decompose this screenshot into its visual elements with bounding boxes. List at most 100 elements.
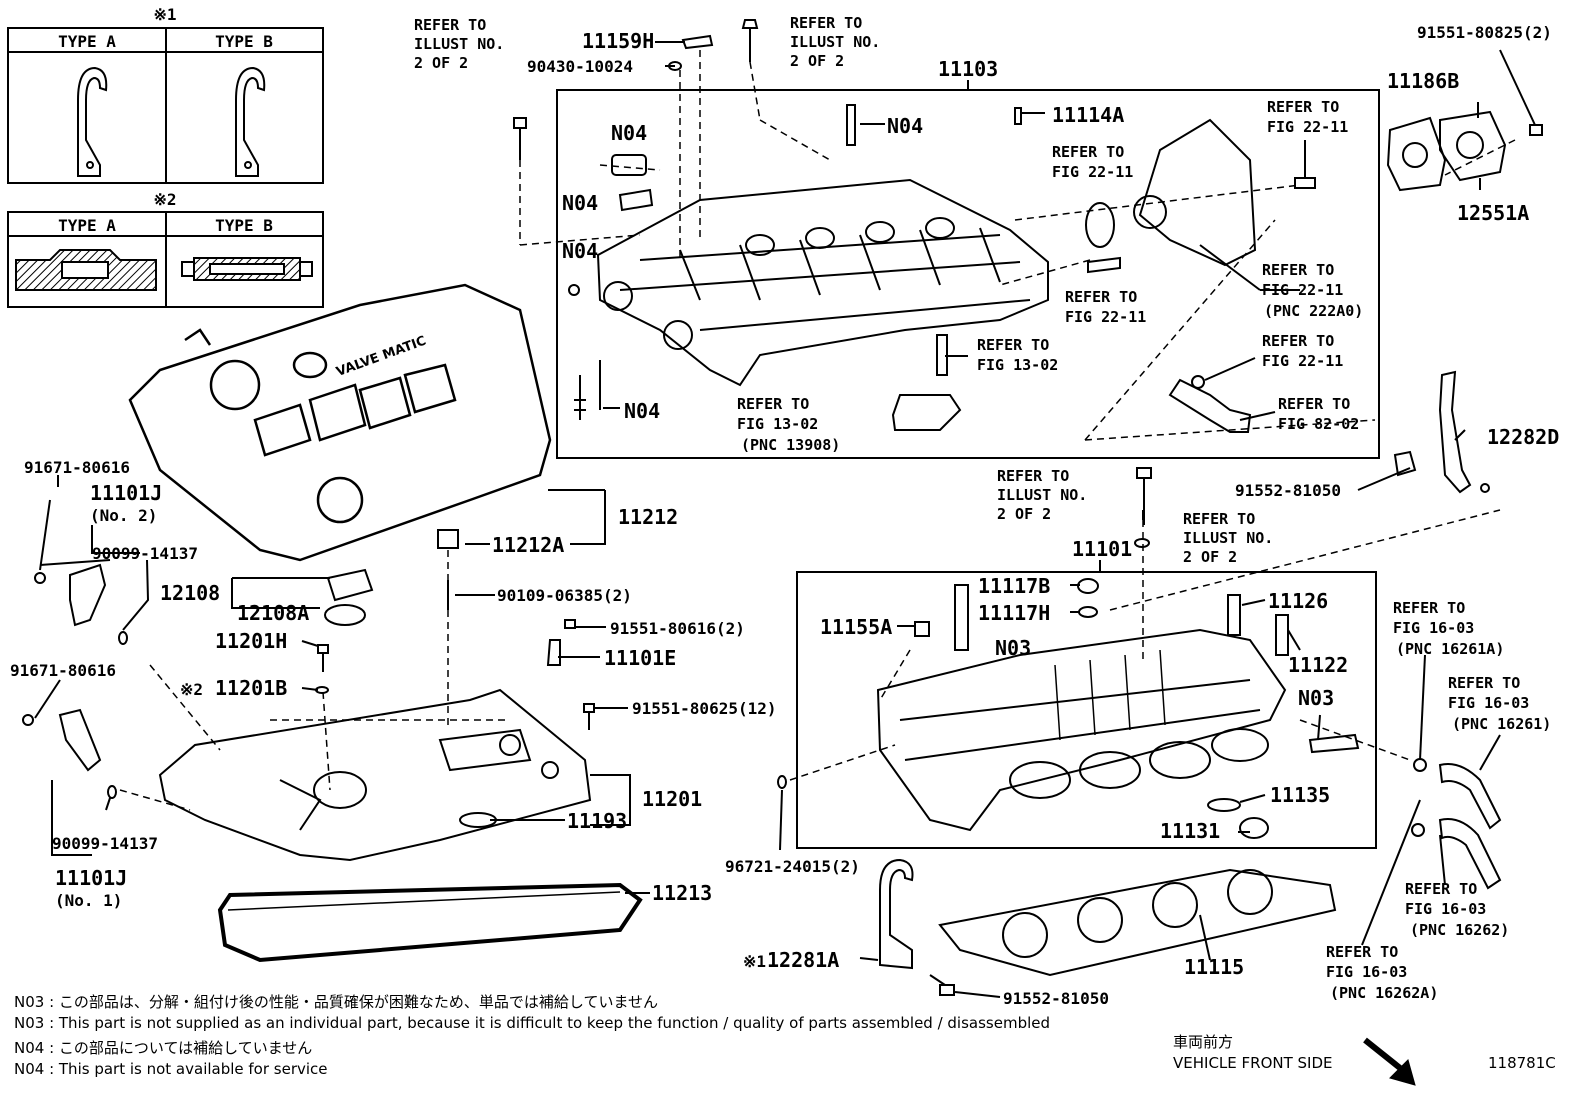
illustration-number: 118781C: [1488, 1054, 1556, 1072]
label-11101J-no2: 11101J: [90, 481, 162, 505]
seal-plates: [1386, 110, 1543, 192]
cylinder-head-illustration: [777, 578, 1360, 839]
ref-illust-mid-3: 2 OF 2: [997, 505, 1051, 523]
label-91671-80616-b: 91671-80616: [10, 661, 116, 680]
table2-mark: ※2: [153, 190, 176, 209]
label-11131: 11131: [1160, 819, 1220, 843]
right-side-parts: [1393, 370, 1502, 890]
leader-lines: [34, 41, 1536, 998]
ref-fig1603-b-1: REFER TO: [1448, 674, 1520, 692]
front-side-jp: 車両前方: [1173, 1033, 1234, 1051]
ref-fig1603-c-2: FIG 16-03: [1405, 900, 1486, 918]
vehicle-front-arrow-icon: [1363, 1037, 1416, 1086]
label-11126: 11126: [1268, 589, 1328, 613]
ref-illust-mid-2: ILLUST NO.: [997, 486, 1087, 504]
ref-fig1302-b-2: FIG 13-02: [737, 415, 818, 433]
label-n04-stud: N04: [624, 399, 660, 423]
label-11135: 11135: [1270, 783, 1330, 807]
label-n04-cap: N04: [611, 121, 647, 145]
ref-fig1603-a-2: FIG 16-03: [1393, 619, 1474, 637]
label-90099-14137-a: 90099-14137: [92, 544, 198, 563]
ref-fig1603-d-3: (PNC 16262A): [1330, 984, 1438, 1002]
ref-illust-left-1: REFER TO: [414, 16, 486, 34]
label-11201H: 11201H: [215, 629, 287, 653]
label-90109-06385: 90109-06385(2): [497, 586, 632, 605]
label-90099-14137-b: 90099-14137: [52, 834, 158, 853]
table2-type-b: TYPE B: [215, 216, 273, 235]
ref-fig2211-c-1: REFER TO: [1065, 288, 1137, 306]
ref-fig1302-a-2: FIG 13-02: [977, 356, 1058, 374]
label-11213: 11213: [652, 881, 712, 905]
label-12108: 12108: [160, 581, 220, 605]
ref-illust-left-3: 2 OF 2: [414, 54, 468, 72]
label-11101J-no1: 11101J: [55, 866, 127, 890]
ref-illust-left-2: ILLUST NO.: [414, 35, 504, 53]
label-11212A: 11212A: [492, 533, 564, 557]
label-11201B: 11201B: [215, 676, 287, 700]
ref-fig1603-b-3: (PNC 16261): [1452, 715, 1551, 733]
ref-fig2211-b-1: REFER TO: [1052, 143, 1124, 161]
label-11186B: 11186B: [1387, 69, 1459, 93]
note-n03-en: N03 : This part is not supplied as an in…: [14, 1014, 1051, 1032]
hook-type-b-icon: [235, 66, 266, 177]
label-11159H: 11159H: [582, 29, 654, 53]
ref-fig2211-e-2: FIG 22-11: [1262, 352, 1343, 370]
label-91552-81050-b: 91552-81050: [1003, 989, 1109, 1008]
ref-fig2211-d-2: FIG 22-11: [1262, 281, 1343, 299]
ref-fig1302-b-3: (PNC 13908): [741, 436, 840, 454]
label-11115: 11115: [1184, 955, 1244, 979]
label-mark2: ※2: [180, 680, 203, 699]
ref-fig2211-b-2: FIG 22-11: [1052, 163, 1133, 181]
label-11193: 11193: [567, 809, 627, 833]
ref-illust-top-3: 2 OF 2: [790, 52, 844, 70]
ref-fig1603-c-3: (PNC 16262): [1410, 921, 1509, 939]
label-91551-80616: 91551-80616(2): [610, 619, 745, 638]
ref-illust-mid-1: REFER TO: [997, 467, 1069, 485]
type-table-2: ※2 TYPE A TYPE B: [7, 190, 324, 308]
label-12281A: 12281A: [767, 948, 839, 972]
ref-illust-top-2: ILLUST NO.: [790, 33, 880, 51]
label-96721-24015: 96721-24015(2): [725, 857, 860, 876]
table2-type-a: TYPE A: [58, 216, 116, 235]
ref-fig2211-d-1: REFER TO: [1262, 261, 1334, 279]
table1-mark: ※1: [153, 5, 176, 24]
label-12551A: 12551A: [1457, 201, 1529, 225]
ref-fig1603-a-3: (PNC 16261A): [1396, 640, 1504, 658]
ref-illust-top-1: REFER TO: [790, 14, 862, 32]
label-11201: 11201: [642, 787, 702, 811]
label-91671-80616-a: 91671-80616: [24, 458, 130, 477]
ref-fig1603-c-1: REFER TO: [1405, 880, 1477, 898]
label-11114A: 11114A: [1052, 103, 1124, 127]
ref-fig1603-d-1: REFER TO: [1326, 943, 1398, 961]
head-gasket-illustration: [938, 868, 1337, 977]
ref-fig8202-2: FIG 82-02: [1278, 415, 1359, 433]
cylinder-head-box: [777, 467, 1501, 849]
camshaft-housing-box: [519, 80, 1516, 459]
label-no1: (No. 1): [55, 891, 122, 910]
table1-type-b: TYPE B: [215, 32, 273, 51]
ref-fig2211-a-2: FIG 22-11: [1267, 118, 1348, 136]
ref-fig1603-b-2: FIG 16-03: [1448, 694, 1529, 712]
label-n04-pin: N04: [562, 239, 598, 263]
note-n03-jp: N03 : この部品は、分解・組付け後の性能・品質確保が困難なため、単品では補給…: [14, 993, 659, 1011]
gasket-type-b-icon: [181, 257, 313, 281]
camshaft-housing-illustration: [519, 104, 1516, 441]
ref-illust-mid2-1: REFER TO: [1183, 510, 1255, 528]
label-91551-80625: 91551-80625(12): [632, 699, 777, 718]
label-11103: 11103: [938, 57, 998, 81]
ref-illust-mid2-3: 2 OF 2: [1183, 548, 1237, 566]
ref-fig1302-b-1: REFER TO: [737, 395, 809, 413]
label-mark1: ※1: [743, 952, 766, 971]
label-12282D: 12282D: [1487, 425, 1559, 449]
label-n04-bearing: N04: [562, 191, 598, 215]
label-11117H: 11117H: [978, 601, 1050, 625]
label-n03-pipe: N03: [1298, 686, 1334, 710]
label-n03-guide: N03: [995, 636, 1031, 660]
reference-notes: REFER TO ILLUST NO. 2 OF 2 REFER TO ILLU…: [414, 14, 1551, 1002]
engine-hanger-illustration: [879, 858, 955, 996]
engine-cover-illustration: VALVE MATIC: [128, 283, 552, 562]
ref-fig1603-a-1: REFER TO: [1393, 599, 1465, 617]
ref-fig2211-d-3: (PNC 222A0): [1264, 302, 1363, 320]
label-12108A: 12108A: [237, 601, 309, 625]
